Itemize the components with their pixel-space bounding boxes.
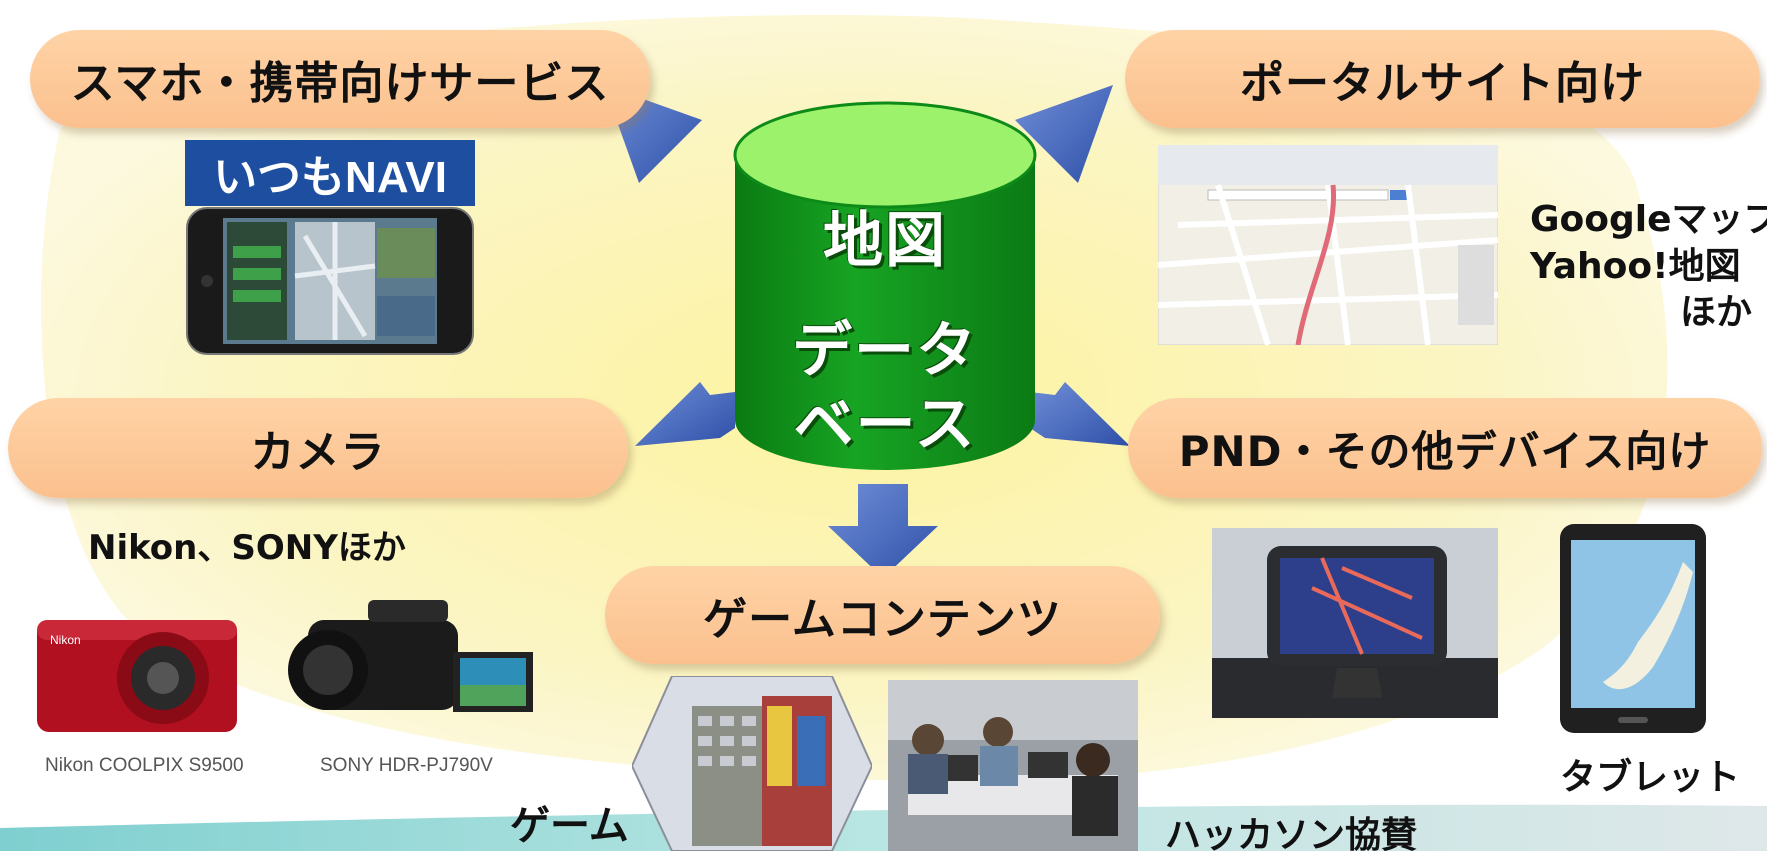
camera-makers-text: Nikon、SONYほか bbox=[88, 528, 406, 568]
database-label-line3: ベース bbox=[793, 390, 977, 460]
database-label-line2: データ bbox=[792, 316, 978, 386]
portal-text-others: ほか bbox=[1680, 292, 1753, 333]
nikon-caption: Nikon COOLPIX S9500 bbox=[45, 755, 244, 776]
pill-smartphone-services: スマホ・携帯向けサービス bbox=[30, 30, 650, 128]
pill-game-contents: ゲームコンテンツ bbox=[605, 566, 1160, 664]
pill-camera: カメラ bbox=[8, 398, 628, 498]
arrow-to-pnd bbox=[1030, 382, 1130, 446]
itsumo-navi-logo: いつもNAVI bbox=[185, 140, 475, 206]
database-label-line1: 地図 bbox=[823, 206, 947, 276]
sony-camcorder-image bbox=[288, 600, 533, 712]
arrow-to-camera bbox=[635, 382, 735, 446]
arrow-to-game bbox=[828, 484, 938, 578]
car-navigation-image bbox=[1212, 528, 1498, 718]
smartphone-image bbox=[186, 207, 474, 355]
database-cylinder bbox=[733, 101, 1037, 470]
tablet-image bbox=[1560, 524, 1706, 733]
hackathon-label: ハッカソン協賛 bbox=[1165, 815, 1418, 851]
pill-pnd-devices: PND・その他デバイス向け bbox=[1128, 398, 1762, 498]
svg-text:Nikon: Nikon bbox=[50, 633, 81, 647]
hackathon-photo bbox=[888, 680, 1138, 851]
web-map-screenshot bbox=[1158, 145, 1498, 345]
game-label: ゲーム bbox=[510, 803, 629, 849]
game-building-image bbox=[632, 676, 872, 851]
sony-caption: SONY HDR-PJ790V bbox=[320, 755, 493, 776]
arrow-to-portal bbox=[1015, 85, 1113, 183]
tablet-label: タブレット bbox=[1560, 757, 1741, 798]
portal-text-google: Googleマップ bbox=[1530, 199, 1767, 240]
bottom-band bbox=[0, 804, 1767, 851]
pill-portal-sites: ポータルサイト向け bbox=[1125, 30, 1760, 128]
portal-text-yahoo: Yahoo!地図 bbox=[1530, 246, 1741, 287]
nikon-camera-image: Nikon bbox=[37, 620, 237, 732]
